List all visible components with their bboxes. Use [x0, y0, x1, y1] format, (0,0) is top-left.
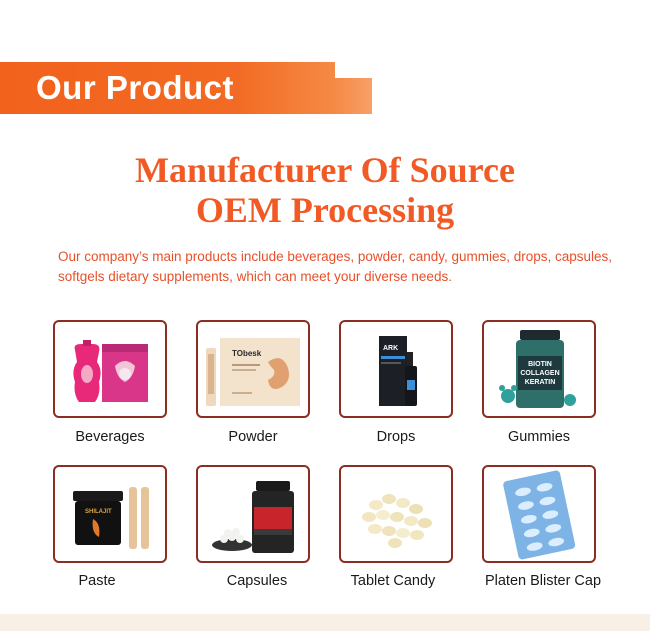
product-label-paste[interactable]: Paste — [78, 573, 116, 589]
product-card-capsules[interactable] — [196, 465, 310, 563]
product-label-capsules[interactable]: Capsules — [226, 573, 288, 589]
drops-product-image: ARK — [379, 336, 417, 406]
product-card-tablet-candy[interactable] — [339, 465, 453, 563]
footer-band — [0, 614, 650, 631]
powder-product-image: TObesk — [206, 338, 300, 406]
product-label-beverages[interactable]: Beverages — [75, 429, 145, 445]
powder-brand-text: TObesk — [232, 349, 262, 358]
product-card-platen-blister-cap[interactable] — [482, 465, 596, 563]
paste-brand-text: SHILAJIT — [85, 509, 112, 515]
product-label-drops[interactable]: Drops — [376, 429, 416, 445]
gummies-label-line-1: BIOTIN — [528, 361, 552, 368]
capsules-product-image — [212, 481, 294, 553]
gummies-label-line-3: KERATIN — [525, 379, 556, 386]
blister-pack-product-image — [503, 470, 576, 560]
gummies-product-image: BIOTIN COLLAGEN KERATIN — [499, 330, 576, 408]
section-banner — [0, 62, 335, 114]
product-card-powder[interactable]: TObesk — [196, 320, 310, 418]
product-label-gummies[interactable]: Gummies — [507, 429, 571, 445]
product-label-powder[interactable]: Powder — [228, 429, 278, 445]
section-title: Our Product — [36, 69, 235, 106]
product-label-platen-blister-cap[interactable]: Platen Blister Cap — [484, 573, 602, 589]
product-card-paste[interactable]: SHILAJIT — [53, 465, 167, 563]
gummies-label-line-2: COLLAGEN — [520, 370, 559, 377]
page-headline: Manufacturer Of Source OEM Processing — [0, 150, 650, 230]
company-description: Our company’s main products include beve… — [58, 249, 613, 284]
headline-line-1: Manufacturer Of Source — [135, 150, 515, 190]
paste-product-image: SHILAJIT — [73, 487, 149, 549]
section-banner-tail — [335, 78, 372, 114]
beverages-product-image — [73, 340, 148, 402]
product-card-gummies[interactable]: BIOTIN COLLAGEN KERATIN — [482, 320, 596, 418]
drops-brand-text: ARK — [383, 345, 398, 352]
tablet-candy-product-image — [362, 494, 432, 548]
product-card-drops[interactable]: ARK — [339, 320, 453, 418]
product-label-tablet-candy[interactable]: Tablet Candy — [350, 573, 436, 589]
headline-line-2: OEM Processing — [195, 190, 455, 230]
product-card-beverages[interactable] — [53, 320, 167, 418]
